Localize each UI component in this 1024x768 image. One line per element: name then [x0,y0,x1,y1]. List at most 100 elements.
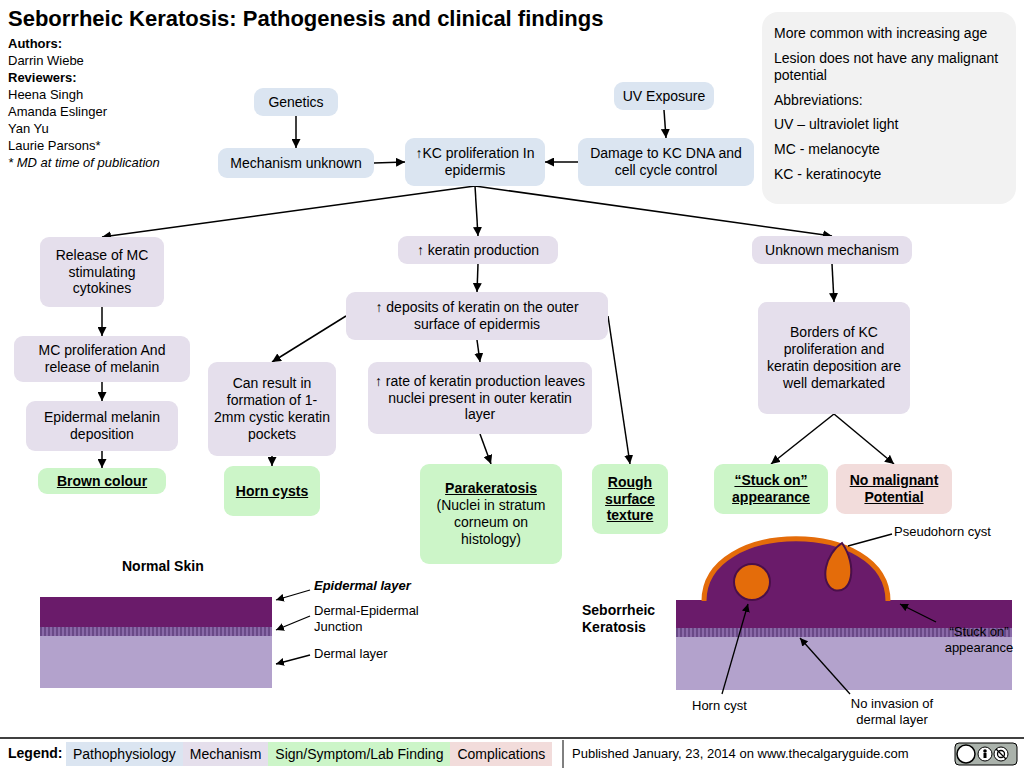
node-text: No malignant Potential [842,472,946,506]
node-text: ↑ keratin production [417,242,539,259]
connector-arrow [272,316,346,362]
leader-line [800,638,850,694]
leader-line [900,604,936,622]
footer-divider [563,740,564,768]
leader-line [276,655,310,664]
legend-swatch: Pathophysiology [66,742,183,766]
mechanism-box: Epidermal melanin deposition [26,401,178,451]
part-label: Dermal layer [314,646,388,662]
part-label: No invasion of dermal layer [840,696,944,727]
reviewer-name: Amanda Eslinger [8,104,107,120]
finding-box: “Stuck on” appearance [714,464,828,514]
node-text: Lesion does not have any malignant poten… [774,50,1004,84]
connector-arrow [771,414,834,464]
epidermis-layer [676,600,1012,628]
part-label: Dermal-Epidermal Junction [314,603,424,634]
legend-swatch: Complications [450,742,552,766]
node-text: MC proliferation And release of melanin [20,342,184,376]
connector-arrow [295,116,297,148]
node-text: Horn cysts [236,483,308,500]
connector-arrow [475,186,478,236]
author-heading: Authors: [8,36,62,52]
node-text: Rough surface texture [598,474,662,524]
mechanism-box: Can result in formation of 1-2mm cystic … [208,362,336,456]
legend-text: Pathophysiology [73,746,176,762]
node-text: ↑ deposits of keratin on the outer surfa… [352,299,602,333]
pathophysiology-box: Mechanism unknown [218,148,374,178]
connector-arrow [101,307,103,336]
legend-swatch: Sign/Symptom/Lab Finding [268,742,450,766]
footer-rule [0,737,1024,739]
lesion-dome [704,539,888,601]
reviewer-heading: Reviewers: [8,70,77,86]
node-text: Abbreviations: [774,92,863,109]
finding-box: Brown colour [38,468,166,494]
legend-text: Complications [457,746,545,762]
node-text: ↑KC proliferation In epidermis [411,145,539,179]
figure-title: Seborrheic Keratosis [582,602,666,636]
node-text: (Nuclei in stratum corneum on histology) [426,497,556,547]
finding-box: Parakeratosis(Nuclei in stratum corneum … [420,464,562,564]
node-text: Release of MC stimulating cytokines [46,247,158,297]
mechanism-box: ↑ deposits of keratin on the outer surfa… [346,292,608,340]
part-label: Pseudohorn cyst [894,524,991,540]
node-text: More common with increasing age [774,25,987,42]
legend-text: Sign/Symptom/Lab Finding [275,746,443,762]
connector-arrow [545,161,578,163]
figure-title: Normal Skin [122,558,204,575]
epidermis-layer [40,597,272,627]
license-icon [955,743,1017,765]
legend: Pathophysiology Mechanism Sign/Symptom/Lab… [66,742,552,766]
leader-line [276,590,310,600]
connector-arrow [480,434,491,464]
keratin-surface [704,539,888,601]
legend-heading: Legend: [8,745,62,762]
mechanism-box: Release of MC stimulating cytokines [40,237,164,307]
pathophysiology-box: ↑KC proliferation In epidermis [405,138,545,186]
pseudohorn-cyst [825,543,851,591]
reviewer-name: Laurie Parsons* [8,138,101,154]
leader-line [722,604,748,694]
legend-text: Mechanism [190,746,262,762]
leader-line [276,616,310,630]
leader-line [848,534,892,546]
part-label: Horn cyst [692,698,747,714]
node-text: Can result in formation of 1-2mm cystic … [214,375,330,442]
connector-arrow [664,110,666,138]
reviewer-name: Yan Yu [8,121,49,137]
node-text: Unknown mechanism [765,242,899,259]
node-text: MC - melanocyte [774,141,880,158]
pathophysiology-box: Damage to KC DNA and cell cycle control [578,138,754,186]
mechanism-box: MC proliferation And release of melanin [14,336,190,382]
node-text: Brown colour [57,473,147,490]
connector-arrow [102,186,475,237]
complication-box: No malignant Potential [836,464,952,514]
publication-note: Published January, 23, 2014 on www.theca… [572,746,909,762]
mechanism-box: ↑ keratin production [398,236,558,264]
node-text: Damage to KC DNA and cell cycle control [584,145,748,179]
junction-layer [40,627,272,636]
node-text: ↑ rate of keratin production leaves nucl… [374,373,586,423]
part-label: “Stuck on” appearance [938,624,1020,655]
connector-arrow [834,414,894,464]
finding-box: Rough surface texture [592,464,668,534]
horn-cyst [734,564,770,600]
pathophysiology-box: UV Exposure [614,82,714,110]
node-text: KC - keratinocyte [774,166,881,183]
connector-arrow [608,316,630,464]
author-name: Darrin Wiebe [8,53,84,69]
part-label: Epidermal layer [314,578,411,594]
connector-arrow [374,162,405,163]
connector-arrow [101,382,103,401]
node-text: Epidermal melanin deposition [32,409,172,443]
mechanism-box: Unknown mechanism [752,236,912,264]
connector-arrow [477,264,478,292]
mechanism-box: Borders of KC proliferation and keratin … [758,302,910,414]
connector-arrow [101,451,103,468]
finding-box: Horn cysts [224,466,320,516]
node-text: Parakeratosis [445,480,537,497]
info-box: More common with increasing ageLesion do… [762,12,1016,204]
node-text: “Stuck on” appearance [720,472,822,506]
footnote: * MD at time of publication [8,155,160,171]
